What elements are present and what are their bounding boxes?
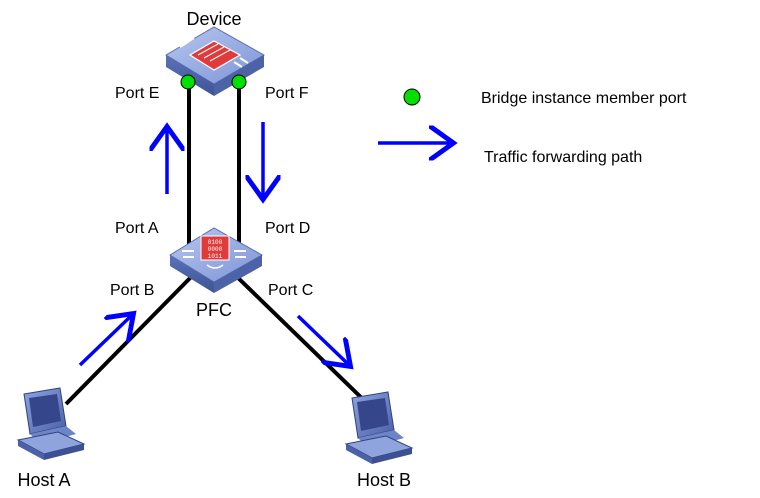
pfc-bits-line1: 0100	[208, 239, 223, 246]
member-port-dot-e	[180, 74, 196, 90]
device-label: Device	[186, 9, 241, 29]
host-b-label: Host B	[357, 470, 411, 490]
pfc-bits-line3: 1011	[208, 253, 223, 260]
legend-member-port-dot	[403, 88, 421, 106]
pfc-bits-line2: 0000	[208, 246, 223, 253]
host-a-computer-icon	[16, 387, 86, 460]
member-port-dot-f	[231, 74, 247, 90]
port-b-label: Port B	[110, 282, 154, 299]
legend-member-port-label: Bridge instance member port	[481, 90, 687, 107]
port-f-label: Port F	[265, 85, 309, 102]
legend: Bridge instance member port Traffic forw…	[378, 88, 687, 166]
port-a-label: Port A	[115, 220, 159, 237]
legend-traffic-label: Traffic forwarding path	[484, 149, 642, 166]
traffic-arrow-host-a-to-pfc	[78, 316, 131, 367]
pfc-icon: 0100 0000 1011	[169, 227, 264, 293]
pfc-label: PFC	[196, 300, 232, 320]
device-icon	[165, 26, 266, 96]
link-pfc-to-host-b	[230, 270, 374, 410]
port-e-label: Port E	[115, 85, 159, 102]
host-b-computer-icon	[344, 391, 414, 464]
traffic-arrow-pfc-to-host-b	[296, 314, 348, 364]
port-c-label: Port C	[268, 282, 313, 299]
host-a-label: Host A	[17, 470, 70, 490]
port-d-label: Port D	[265, 220, 310, 237]
